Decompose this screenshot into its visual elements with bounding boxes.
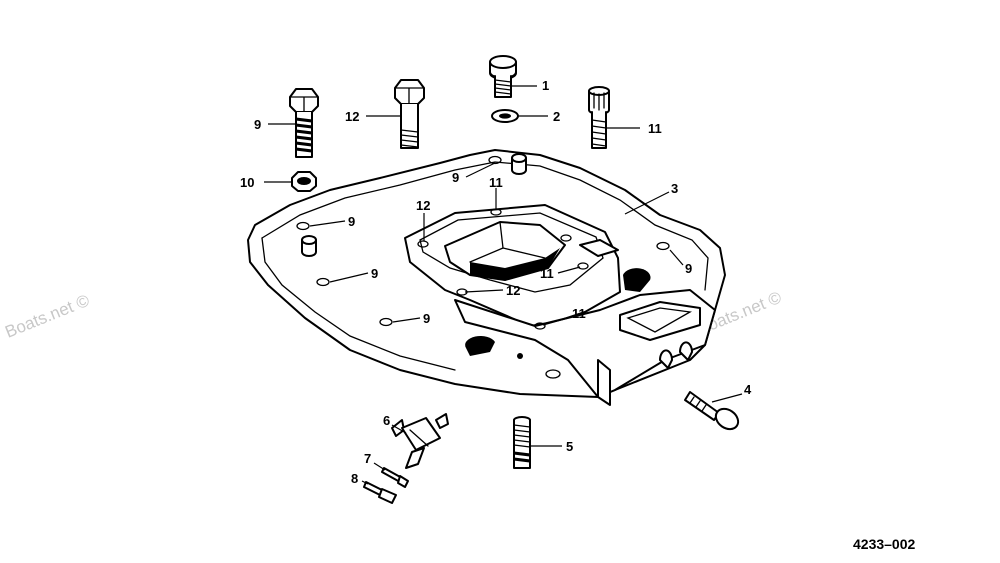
callout-9-top: 9 (452, 170, 459, 185)
callout-2: 2 (553, 109, 560, 124)
callout-10: 10 (240, 175, 254, 190)
terminal-part-8 (363, 481, 397, 504)
hex-nut-part-10 (291, 171, 317, 192)
lock-washer-part-2 (491, 109, 519, 123)
callout-4: 4 (744, 382, 752, 397)
watermark-left: Boats.net © (2, 291, 92, 342)
callout-3: 3 (671, 181, 678, 196)
callout-9-bottom: 9 (423, 311, 430, 326)
flange-bolt-part-1 (489, 55, 517, 98)
callout-1: 1 (542, 78, 549, 93)
callout-12-upper: 12 (416, 198, 430, 213)
callout-9-right: 9 (685, 261, 692, 276)
pin-part-7 (381, 467, 409, 488)
stud-bolt-part-12 (394, 79, 425, 149)
stud-part-5 (513, 416, 531, 469)
adapter-plate (247, 149, 726, 406)
socket-screw-part-11 (588, 86, 610, 149)
callout-9-left-lower: 9 (371, 266, 378, 281)
callout-12-lower: 12 (506, 283, 520, 298)
figure-number: 4233–002 (853, 536, 916, 552)
callout-11-middle: 11 (540, 266, 554, 281)
callout-11-bottom: 11 (572, 306, 586, 321)
callout-6: 6 (383, 413, 390, 428)
callout-12-stud: 12 (345, 109, 359, 124)
hex-bolt-part-9 (289, 88, 319, 158)
carriage-bolt-part-4 (684, 391, 740, 431)
callout-9-bolt: 9 (254, 117, 261, 132)
callout-5: 5 (566, 439, 573, 454)
callout-8: 8 (351, 471, 358, 486)
callout-leaders (264, 85, 743, 485)
callout-11-top: 11 (489, 175, 503, 190)
callout-11-screw: 11 (648, 121, 662, 136)
sender-part-6 (391, 413, 449, 469)
callout-7: 7 (364, 451, 371, 466)
callout-9-left-upper: 9 (348, 214, 355, 229)
